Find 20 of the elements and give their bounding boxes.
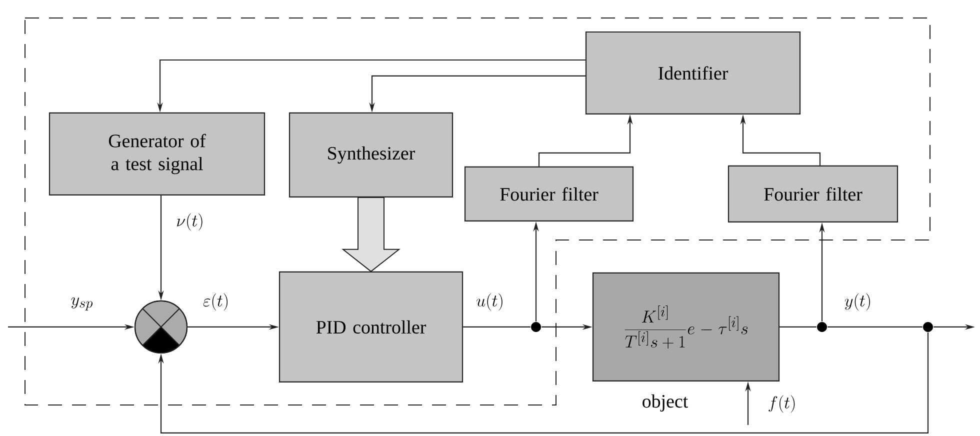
- signal-label: $\varepsilon(t)$: [202, 292, 230, 312]
- process-box: Generator of a test signal: [48, 112, 266, 196]
- signal-label: $y_{sp}$: [70, 296, 94, 312]
- filter-box: Fourier filter: [464, 166, 634, 222]
- filter-box: Fourier filter: [728, 165, 898, 223]
- signal-label: $\nu(t)$: [175, 212, 205, 232]
- signal-label: $f(t)$: [766, 394, 798, 414]
- process-box: Synthesizer: [288, 112, 454, 198]
- transfer-function-box: $\frac{K^{[i]}}{T^{[i]}s+1}e-\tau^{[i]}s$: [592, 272, 780, 382]
- block-arrow: [342, 197, 400, 272]
- junction-dot: [531, 322, 541, 332]
- process-box: Identifier: [585, 31, 801, 115]
- arrow: [158, 332, 929, 434]
- junction-dot: [923, 322, 933, 332]
- junction-dot: [817, 322, 827, 332]
- node-label: object: [642, 394, 688, 412]
- signal-label: $u(t)$: [475, 292, 505, 312]
- controller-box: PID controller: [278, 271, 464, 383]
- signal-label: $y(t)$: [843, 292, 873, 312]
- summing-junction: [134, 300, 188, 354]
